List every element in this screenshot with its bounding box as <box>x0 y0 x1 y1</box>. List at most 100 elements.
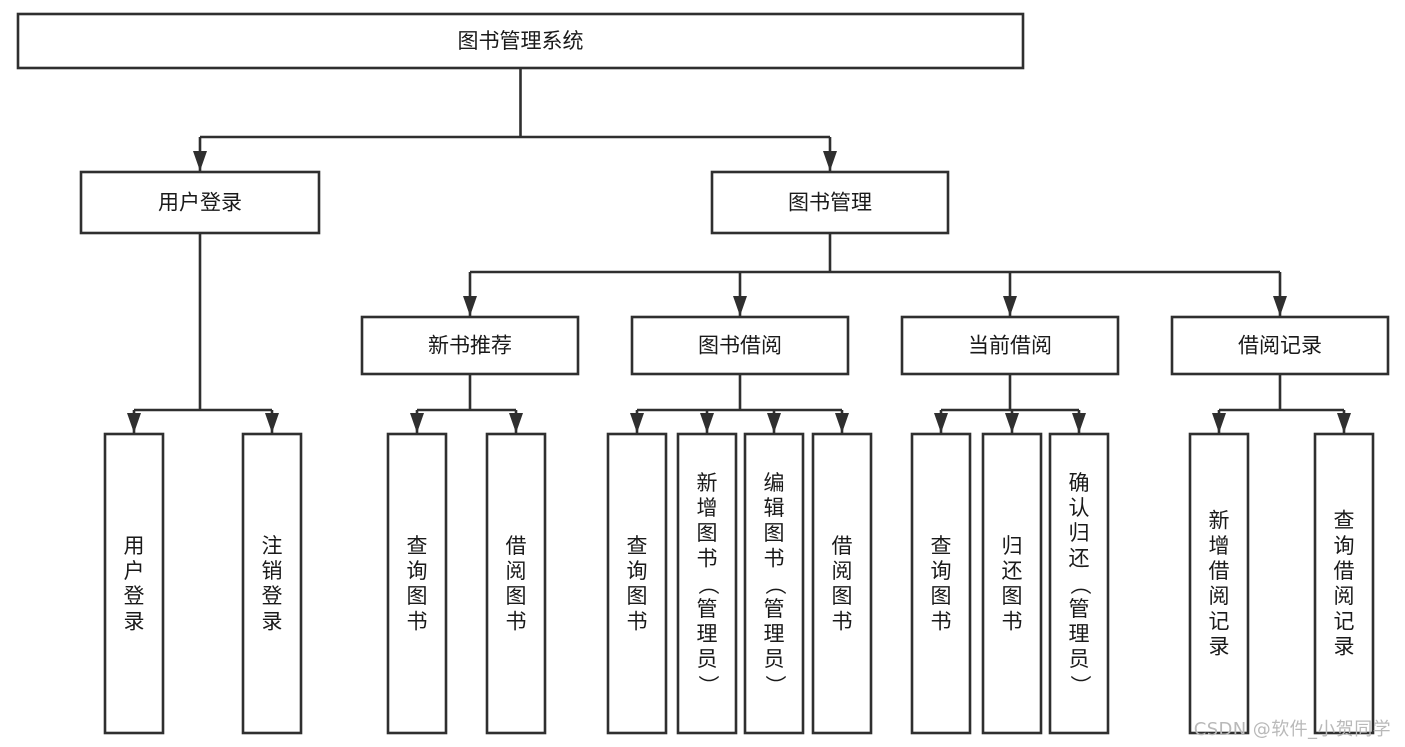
svg-text:询: 询 <box>931 559 952 583</box>
node-leaf-box-3-0[interactable] <box>910 432 972 735</box>
node-leaf-box-2-1[interactable] <box>676 432 738 735</box>
node-leaf-box-2-0[interactable] <box>606 432 668 735</box>
arrow-down-icon-leaf-2-0 <box>630 413 644 433</box>
node-leaf-box-1-1[interactable] <box>485 432 547 735</box>
svg-text:管: 管 <box>697 597 718 621</box>
svg-text:录: 录 <box>1209 635 1230 659</box>
node-leaf-box-1-0[interactable] <box>386 432 448 735</box>
svg-text:图: 图 <box>627 584 648 608</box>
svg-text:录: 录 <box>124 609 145 633</box>
node-root-label: 图书管理系统 <box>458 29 584 53</box>
svg-text:销: 销 <box>262 559 283 583</box>
svg-text:）: ） <box>1068 675 1092 696</box>
arrow-down-icon-leaf-3-1 <box>1005 413 1019 433</box>
arrow-down-icon-level2-0 <box>193 151 207 171</box>
arrow-down-icon-leaf-4-0 <box>1212 413 1226 433</box>
arrow-down-icon-leaf-0-1 <box>265 413 279 433</box>
svg-text:还: 还 <box>1069 546 1090 570</box>
svg-text:记: 记 <box>1334 609 1355 633</box>
svg-text:图: 图 <box>697 521 718 545</box>
svg-text:书: 书 <box>931 609 952 633</box>
svg-text:管: 管 <box>764 597 785 621</box>
arrow-down-icon-leaf-0-0 <box>127 413 141 433</box>
svg-text:借: 借 <box>1334 559 1355 583</box>
arrow-down-icon-leaf-2-3 <box>835 413 849 433</box>
svg-text:增: 增 <box>1209 534 1230 558</box>
svg-text:书: 书 <box>506 609 527 633</box>
arrow-down-icon-leaf-4-1 <box>1337 413 1351 433</box>
node-level3-label-1: 图书借阅 <box>698 334 782 358</box>
arrow-down-icon-level3-0 <box>463 296 477 316</box>
svg-text:询: 询 <box>627 559 648 583</box>
svg-text:图: 图 <box>931 584 952 608</box>
svg-text:阅: 阅 <box>1334 584 1355 608</box>
svg-text:认: 认 <box>1069 496 1090 520</box>
svg-text:理: 理 <box>1069 622 1090 646</box>
svg-text:归: 归 <box>1002 534 1023 558</box>
svg-text:录: 录 <box>262 609 283 633</box>
node-leaf-box-2-2[interactable] <box>743 432 805 735</box>
svg-text:图: 图 <box>407 584 428 608</box>
svg-text:注: 注 <box>262 534 283 558</box>
svg-text:记: 记 <box>1209 609 1230 633</box>
svg-text:新: 新 <box>1209 509 1230 533</box>
svg-text:员: 员 <box>764 647 785 671</box>
node-leaf-box-3-1[interactable] <box>981 432 1043 735</box>
svg-text:查: 查 <box>1334 509 1355 533</box>
svg-text:借: 借 <box>832 534 853 558</box>
svg-text:查: 查 <box>627 534 648 558</box>
node-level3-label-0: 新书推荐 <box>428 334 512 358</box>
svg-text:阅: 阅 <box>832 559 853 583</box>
svg-text:书: 书 <box>832 609 853 633</box>
svg-text:登: 登 <box>124 584 145 608</box>
svg-text:增: 增 <box>697 496 718 520</box>
arrow-down-icon-leaf-2-1 <box>700 413 714 433</box>
arrow-down-icon-leaf-3-0 <box>934 413 948 433</box>
node-level2-box-1[interactable] <box>710 170 950 235</box>
svg-text:图: 图 <box>1002 584 1023 608</box>
node-level3-label-2: 当前借阅 <box>968 334 1052 358</box>
svg-text:书: 书 <box>1002 609 1023 633</box>
svg-text:员: 员 <box>697 647 718 671</box>
node-leaf-box-0-0[interactable] <box>103 432 165 735</box>
svg-text:询: 询 <box>407 559 428 583</box>
svg-text:借: 借 <box>1209 559 1230 583</box>
node-leaf-box-4-1[interactable] <box>1313 432 1375 735</box>
svg-text:（: （ <box>696 574 720 595</box>
svg-text:辑: 辑 <box>764 496 785 520</box>
svg-text:阅: 阅 <box>506 559 527 583</box>
arrow-down-icon-level3-1 <box>733 296 747 316</box>
svg-text:理: 理 <box>764 622 785 646</box>
node-leaf-box-3-2[interactable] <box>1048 432 1110 735</box>
svg-text:（: （ <box>1068 574 1092 595</box>
node-leaf-box-4-0[interactable] <box>1188 432 1250 735</box>
svg-text:户: 户 <box>124 559 145 583</box>
svg-text:查: 查 <box>407 534 428 558</box>
svg-text:书: 书 <box>407 609 428 633</box>
node-level3-label-3: 借阅记录 <box>1238 334 1322 358</box>
node-leaf-box-0-1[interactable] <box>241 432 303 735</box>
arrow-down-icon-leaf-1-1 <box>509 413 523 433</box>
svg-text:书: 书 <box>764 546 785 570</box>
node-root-box[interactable] <box>16 12 1025 70</box>
svg-text:新: 新 <box>697 471 718 495</box>
node-level2-box-0[interactable] <box>79 170 321 235</box>
arrow-down-icon-level3-2 <box>1003 296 1017 316</box>
svg-text:查: 查 <box>931 534 952 558</box>
svg-text:用: 用 <box>124 534 145 558</box>
svg-text:图: 图 <box>832 584 853 608</box>
node-level3-box-3[interactable] <box>1170 315 1390 376</box>
svg-text:（: （ <box>763 574 787 595</box>
node-leaf-box-2-3[interactable] <box>811 432 873 735</box>
svg-text:询: 询 <box>1334 534 1355 558</box>
arrow-down-icon-level2-1 <box>823 151 837 171</box>
